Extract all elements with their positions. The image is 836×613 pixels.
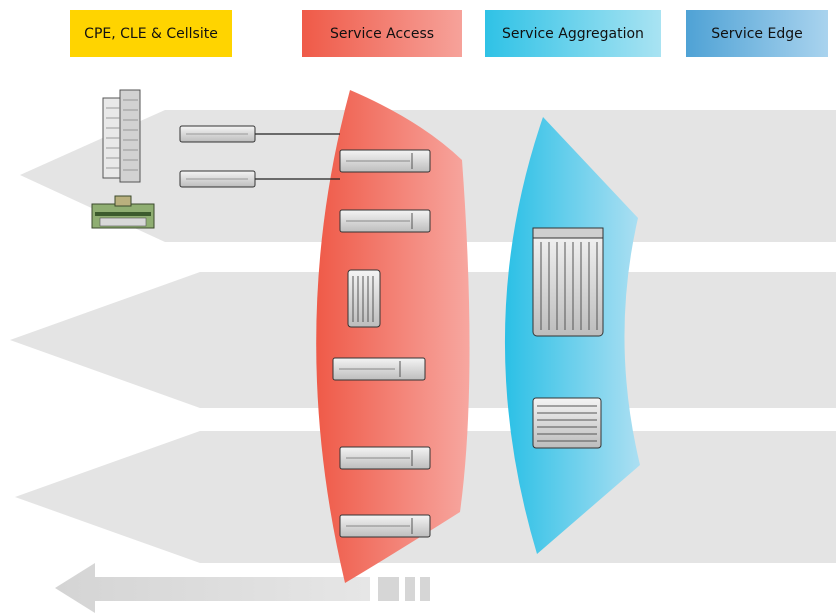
cpe-router-icon xyxy=(179,170,256,188)
left-flow-arrow-icon xyxy=(55,563,430,613)
header-service-edge: Service Edge xyxy=(686,10,828,57)
cpe-router-icon xyxy=(179,125,256,143)
aggregation-switch-icon xyxy=(532,397,602,449)
access-chassis-icon xyxy=(347,269,381,328)
header-service-access: Service Access xyxy=(302,10,462,57)
access-router-icon xyxy=(332,357,426,381)
access-router-icon xyxy=(339,514,431,538)
access-router-icon xyxy=(339,209,431,233)
aggregation-chassis-icon xyxy=(532,227,604,337)
header-service-aggregation: Service Aggregation xyxy=(485,10,661,57)
header-cpe-cle-cellsite: CPE, CLE & Cellsite xyxy=(70,10,232,57)
access-router-icon xyxy=(339,149,431,173)
cellsite-icon xyxy=(91,195,155,229)
office-tower-icon xyxy=(102,89,141,183)
access-router-icon xyxy=(339,446,431,470)
